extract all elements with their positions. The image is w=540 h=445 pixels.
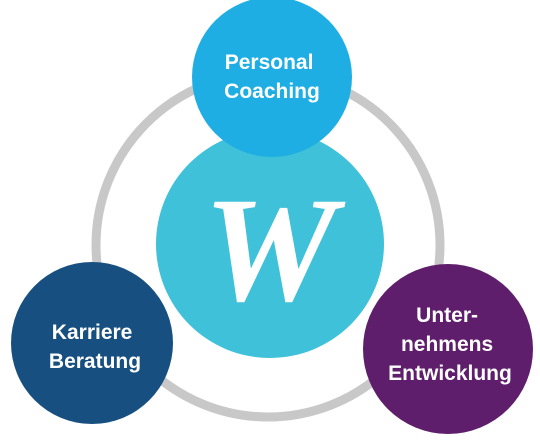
node-label-line: Personal [225,51,314,74]
node-circle-personal-coaching [192,0,352,157]
node-label-line: Karriere [52,321,133,344]
node-label-line: Coaching [224,80,320,103]
center-circle [156,130,384,358]
logo-letter: W [203,167,346,333]
node-label-line: Unter- [416,304,478,327]
node-karriere-beratung: Karriere Beratung [11,262,173,424]
svg-text:Unter- nehmens: Unter- nehmens Entwicklung [388,304,512,385]
svg-text:Personal Coaching: Personal Coaching [224,51,320,103]
node-personal-coaching: Personal Coaching [192,0,352,157]
svg-text:Karriere Beratung: Karriere Beratung [49,321,141,373]
center-logo: W [156,130,384,358]
node-circle-unternehmens-entwicklung [363,264,533,434]
node-label-line: Entwicklung [388,362,512,385]
node-unternehmens-entwicklung: Unter- nehmens Entwicklung [363,264,533,434]
node-circle-karriere-beratung [11,262,173,424]
node-label-line: nehmens [401,333,493,356]
node-label-line: Beratung [49,350,141,373]
